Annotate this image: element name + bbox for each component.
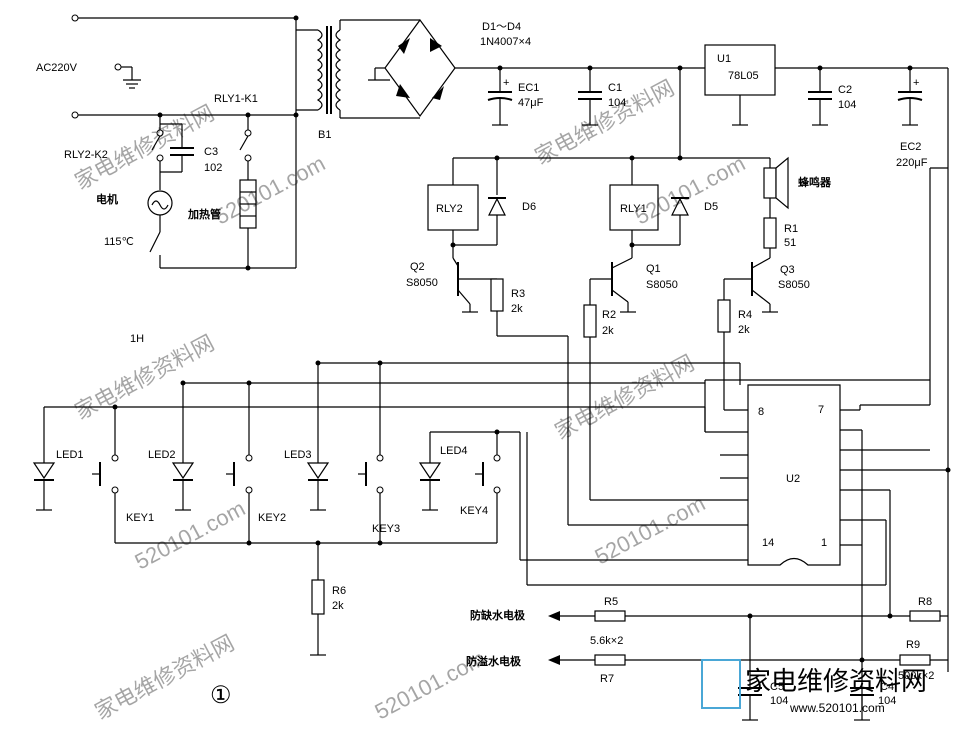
regulator-name: U1 (717, 53, 731, 65)
motor-label: 电机 (96, 192, 118, 206)
key2-label: KEY2 (258, 512, 286, 524)
relay2-contact-label: RLY2-K2 (64, 149, 108, 161)
led1-label: LED1 (56, 449, 84, 461)
q3-type: S8050 (778, 279, 810, 291)
r8-r9-value: 500k×2 (898, 670, 934, 682)
c2-value: 104 (838, 99, 856, 111)
buzzer-label: 蜂鸣器 (798, 175, 832, 189)
mcu-u2: U2 8 7 14 1 (527, 167, 948, 710)
watermark-cn-1: 家电维修资料网 (71, 100, 219, 194)
control-panel: 1H LED1 KEY1 LED2 (32, 333, 748, 656)
c1-name: C1 (608, 82, 622, 94)
r3-value: 2k (511, 303, 523, 315)
q2-type: S8050 (406, 277, 438, 289)
bridge-rectifier: D1～D4 1N4007×4 (368, 18, 531, 118)
c3-value: 102 (204, 162, 222, 174)
q2-name: Q2 (410, 261, 425, 273)
ac-voltage-label: AC220V (36, 62, 78, 74)
svg-text:+: + (913, 77, 919, 89)
r5-r7-value: 5.6k×2 (590, 635, 623, 647)
watermark-url-3: 520101.com (131, 495, 250, 574)
key3-label: KEY3 (372, 523, 400, 535)
watermark-cn-3: 家电维修资料网 (71, 330, 219, 424)
low-water-electrode-label: 防缺水电极 (470, 608, 526, 622)
ic-pin7: 7 (818, 404, 824, 416)
r5-name: R5 (604, 596, 618, 608)
footer-logo-url: www.520101.com (789, 701, 885, 715)
q3-name: Q3 (780, 264, 795, 276)
d6-label: D6 (522, 201, 536, 213)
ec2-name: EC2 (900, 141, 921, 153)
r9-name: R9 (906, 639, 920, 651)
watermark-url-4: 520101.com (591, 490, 710, 569)
watermark-cn-4: 家电维修资料网 (551, 350, 699, 444)
bridge-label: D1～D4 (482, 21, 521, 33)
r7-name: R7 (600, 673, 614, 685)
r2-name: R2 (602, 309, 616, 321)
bridge-value: 1N4007×4 (480, 36, 531, 48)
footer-logo-text: 家电维修资料网 (745, 667, 927, 697)
r3-name: R3 (511, 288, 525, 300)
c5-name: C5 (770, 681, 784, 693)
ic-pin14: 14 (762, 537, 774, 549)
c4-name: C4 (880, 681, 894, 693)
ec1-name: EC1 (518, 82, 539, 94)
ec1-value: 47μF (518, 97, 544, 109)
watermark-cn-2: 家电维修资料网 (531, 75, 679, 169)
footer-logo: 家电维修资料网 www.520101.com (701, 659, 927, 715)
electrode-section: 防缺水电极 R5 R8 5.6k×2 防溢水电极 R7 R9 500k×2 C5… (466, 596, 948, 721)
regulator-model: 78L05 (728, 70, 759, 82)
q1-name: Q1 (646, 263, 661, 275)
led3-label: LED3 (284, 449, 312, 461)
panel-section-label: 1H (130, 333, 144, 345)
c1-value: 104 (608, 97, 626, 109)
r6-name: R6 (332, 585, 346, 597)
led2-label: LED2 (148, 449, 176, 461)
relay1-coil: RLY1 (620, 203, 647, 215)
r1-name: R1 (784, 223, 798, 235)
dc-rail: + EC1 47μF C1 104 U1 78L05 C2 104 (480, 44, 951, 672)
r4-name: R4 (738, 309, 752, 321)
r6-value: 2k (332, 600, 344, 612)
figure-number: ① (210, 682, 232, 709)
c4-value: 104 (878, 695, 896, 707)
relay1-contact-label: RLY1-K1 (214, 93, 258, 105)
r8-name: R8 (918, 596, 932, 608)
ic-pin1: 1 (821, 537, 827, 549)
overflow-electrode-label: 防溢水电极 (466, 654, 522, 668)
r1-value: 51 (784, 237, 796, 249)
key1-label: KEY1 (126, 512, 154, 524)
ic-pin8: 8 (758, 406, 764, 418)
watermark-url-1: 520101.com (211, 150, 330, 229)
svg-text:+: + (503, 77, 509, 89)
q1-type: S8050 (646, 279, 678, 291)
mains-loads: RLY1-K1 RLY2-K2 C3 102 电机 115℃ (64, 93, 296, 271)
key4-label: KEY4 (460, 505, 488, 517)
heater-label: 加热管 (187, 207, 221, 221)
driver-section: RLY2 D6 Q2 S8050 R3 2k RLY1 D5 (406, 155, 832, 526)
led4-label: LED4 (440, 445, 468, 457)
c5-value: 104 (770, 695, 788, 707)
watermark-cn-5: 家电维修资料网 (91, 630, 239, 724)
ec2-value: 220μF (896, 157, 928, 169)
c3-name: C3 (204, 146, 218, 158)
c2-name: C2 (838, 84, 852, 96)
thermal-label: 115℃ (104, 236, 134, 248)
r4-value: 2k (738, 324, 750, 336)
relay2-coil: RLY2 (436, 203, 463, 215)
ic-name: U2 (786, 473, 800, 485)
ac-input-section: AC220V B1 (36, 14, 420, 268)
watermark-url-5: 520101.com (371, 645, 490, 724)
r2-value: 2k (602, 325, 614, 337)
transformer-label: B1 (318, 129, 331, 141)
d5-label: D5 (704, 201, 718, 213)
